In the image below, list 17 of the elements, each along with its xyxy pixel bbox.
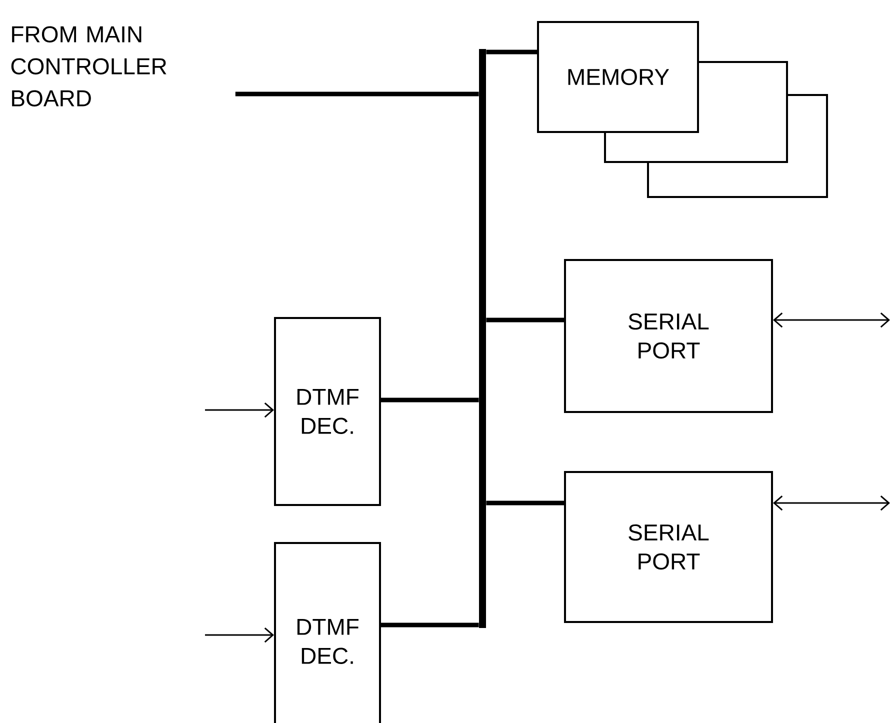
bus-bar	[479, 49, 486, 628]
arrow	[205, 627, 274, 643]
bus-line	[486, 50, 537, 54]
decoder-box: DTMF DEC.	[274, 542, 381, 723]
bus-line	[486, 500, 564, 506]
bus-line	[381, 622, 479, 628]
bus-line	[381, 398, 479, 402]
bus-line	[486, 318, 564, 322]
port-box: SERIAL PORT	[564, 259, 773, 413]
arrow	[773, 495, 890, 511]
arrow	[773, 312, 890, 328]
bus-line	[235, 92, 479, 96]
arrow	[205, 402, 274, 418]
caption-text: FROM MAIN CONTROLLER BOARD	[11, 26, 166, 106]
memory-box: MEMORY	[537, 21, 699, 133]
decoder-box: DTMF DEC.	[274, 317, 381, 506]
port-box: SERIAL PORT	[564, 471, 773, 623]
